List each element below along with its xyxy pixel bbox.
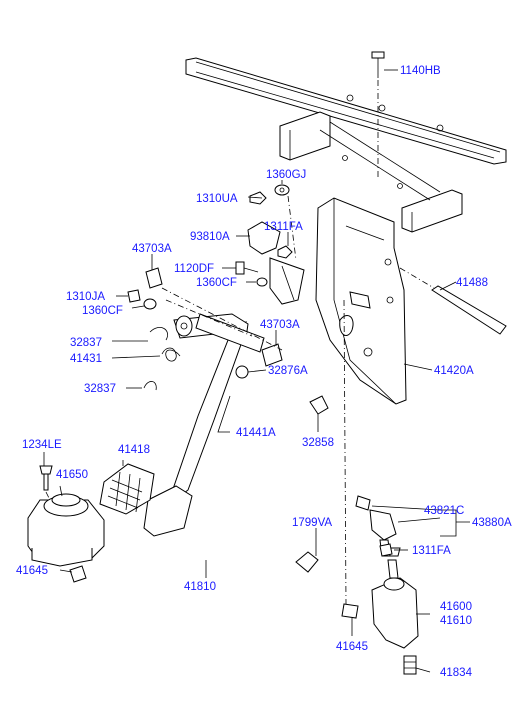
label-32876A: 32876A: [268, 365, 308, 377]
clutch-pedal-arm: [143, 257, 305, 537]
clutch-fluid-reservoir: [27, 465, 105, 567]
label-1360CF-left: 1360CF: [82, 305, 123, 317]
label-1360CF-mid: 1360CF: [196, 277, 237, 289]
label-1311FA-bottom: 1311FA: [412, 545, 451, 557]
fasteners-and-bushings: [127, 51, 507, 557]
label-43703A-left: 43703A: [132, 243, 172, 255]
label-41834: 41834: [440, 667, 473, 679]
label-41418: 41418: [118, 444, 150, 456]
leader-lines: [43, 69, 470, 673]
label-32858: 32858: [302, 437, 334, 449]
part-labels: 1140HB 1360GJ 1310UA 93810A 1311FA 43703…: [16, 65, 512, 679]
label-41645-bottom: 41645: [336, 641, 368, 653]
pedal-bracket: [315, 197, 407, 405]
label-32837-top: 32837: [70, 337, 102, 349]
label-1311FA-top: 1311FA: [264, 221, 303, 233]
label-93810A: 93810A: [190, 231, 230, 243]
label-41645-left: 41645: [16, 565, 48, 577]
label-41810: 41810: [184, 581, 216, 593]
label-41610: 41610: [440, 615, 472, 627]
clutch-hose: [69, 551, 359, 619]
label-1799VA: 1799VA: [292, 517, 332, 529]
label-41431: 41431: [70, 353, 102, 365]
pedal-pad: [99, 463, 155, 515]
label-43880A: 43880A: [472, 517, 512, 529]
label-41441A: 41441A: [236, 427, 276, 439]
label-1120DF: 1120DF: [174, 263, 214, 275]
label-1360GJ: 1360GJ: [266, 169, 306, 181]
cowl-cross-member: [185, 57, 507, 233]
label-41600: 41600: [440, 601, 472, 613]
label-41650: 41650: [56, 469, 88, 481]
label-43821C: 43821C: [424, 505, 464, 517]
assembly-center-lines: [45, 80, 435, 605]
label-1234LE: 1234LE: [22, 439, 62, 451]
label-32837-bottom: 32837: [84, 383, 116, 395]
label-41420A: 41420A: [434, 365, 474, 377]
label-1310JA: 1310JA: [66, 291, 105, 303]
label-41488: 41488: [456, 277, 488, 289]
label-1140HB: 1140HB: [400, 65, 441, 77]
label-1310UA: 1310UA: [196, 193, 238, 205]
label-43703A-mid: 43703A: [260, 319, 300, 331]
